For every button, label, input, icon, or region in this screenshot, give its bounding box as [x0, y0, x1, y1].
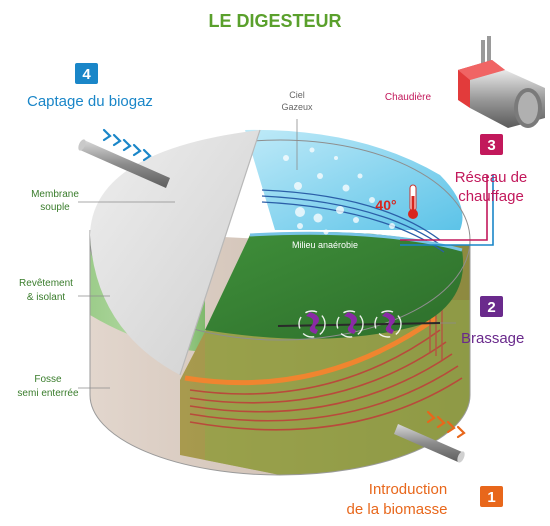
gas-sky-label-line2: Gazeux: [281, 102, 313, 112]
membrane-label-line1: Membrane: [31, 189, 79, 200]
step-4-badge: 4: [75, 63, 98, 84]
flexible-membrane: [90, 129, 261, 376]
boiler-label: Chaudière: [385, 92, 432, 103]
step-2-label: Brassage: [461, 330, 524, 347]
label-leaders: [78, 119, 456, 389]
pit-label-line1: Fosse: [34, 374, 62, 385]
step-4-label: Captage du biogaz: [27, 93, 153, 110]
step-4-number: 4: [82, 66, 91, 83]
mixer-icon: [277, 310, 441, 338]
heating-network-lines: [400, 175, 494, 246]
digester-top: [89, 129, 471, 341]
boiler-icon: [458, 36, 545, 128]
step-3-label-line1: Réseau de: [455, 169, 528, 186]
gas-bubbles: [283, 147, 395, 235]
gas-sky-label-line1: Ciel: [289, 90, 305, 100]
step-2-number: 2: [487, 299, 495, 316]
anaerobic-medium-label: Milieu anaérobie: [292, 240, 358, 250]
temperature-label: 40°: [375, 197, 396, 213]
diagram-title: LE DIGESTEUR: [208, 11, 341, 31]
heating-coils: [189, 329, 463, 431]
gas-pipe-icon: [78, 128, 170, 188]
pit-label-line2: semi enterrée: [17, 388, 79, 399]
step-1-label-line1: Introduction: [369, 481, 447, 498]
insulation-label-line2: & isolant: [27, 292, 66, 303]
step-3-badge: 3: [480, 134, 503, 155]
step-3-label-line2: chauffage: [458, 188, 524, 205]
membrane-label-line2: souple: [40, 202, 70, 213]
step-2-badge: 2: [480, 296, 503, 317]
insulation-label-line1: Revêtement: [19, 278, 73, 289]
step-1-label-line2: de la biomasse: [347, 501, 448, 518]
biomass-pipe-icon: [394, 410, 466, 463]
thermometer-icon: [408, 184, 418, 219]
step-1-badge: 1: [480, 486, 503, 507]
step-3-number: 3: [487, 137, 495, 154]
step-1-number: 1: [487, 489, 495, 506]
